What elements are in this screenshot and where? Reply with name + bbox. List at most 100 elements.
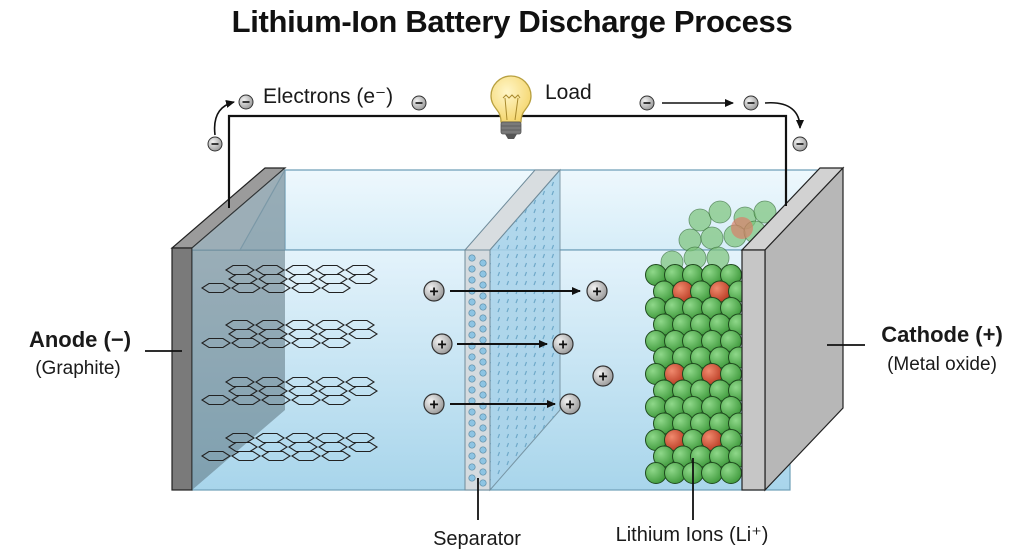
svg-text:+: + [598,369,607,386]
lithium-ions-label: Lithium Ions (Li⁺) [616,524,769,546]
graphite-hexagon [227,273,259,285]
cathode-plate [740,166,845,492]
separator-pore [468,375,476,383]
graphite-hexagon [284,264,316,276]
cathode-label: Cathode (+) [881,322,1003,347]
graphite-hexagon [284,432,316,444]
ion-flow-arrows [450,287,581,408]
separator-pore [479,479,487,487]
graphite-hexagon [317,441,349,453]
electron [792,136,808,152]
electron [639,95,655,111]
graphite-hexagon [257,441,289,453]
anode-material-label: (Graphite) [35,358,121,379]
separator-pore [479,413,487,421]
graphite-hexagon [230,450,262,462]
graphite-hexagon [344,376,376,388]
separator-pore [479,391,487,399]
separator-pore [468,463,476,471]
graphite-hexagon [200,337,232,349]
graphite-hexagon [320,337,352,349]
graphite-hexagon [287,273,319,285]
graphite-hexagon [257,385,289,397]
graphite-hexagon [224,432,256,444]
separator-pore [479,369,487,377]
separator-pore [479,358,487,366]
cathode-particle [701,462,723,484]
separator-pore [479,314,487,322]
separator-pore [468,298,476,306]
anode-label: Anode (−) [29,327,131,352]
graphite-hexagon [344,432,376,444]
cathode-metal-oxide-particles [645,200,777,484]
graphite-layers [200,264,379,462]
electron [411,95,427,111]
electrons-label: Electrons (e⁻) [263,85,393,108]
svg-text:+: + [558,337,567,354]
electron [743,95,759,111]
svg-text:+: + [429,284,438,301]
svg-text:+: + [565,397,574,414]
graphite-hexagon [317,273,349,285]
lithium-ion: + [559,393,581,415]
graphite-hexagon [260,450,292,462]
graphite-hexagon [344,264,376,276]
lithium-ion: + [423,280,445,302]
graphite-hexagon [287,385,319,397]
electron-arrow [764,102,804,129]
cathode-particle [720,462,742,484]
electron [207,136,223,152]
graphite-hexagon [284,376,316,388]
separator-pore [479,270,487,278]
cathode-particle [645,462,667,484]
graphite-hexagon [230,282,262,294]
electron-arrow [213,100,235,136]
graphite-layer [200,376,379,406]
graphite-hexagon [224,319,256,331]
electrons [207,94,808,152]
graphite-hexagon [200,394,232,406]
light-bulb-icon [490,75,532,139]
graphite-hexagon [314,432,346,444]
graphite-hexagon [254,319,286,331]
separator-pore [479,435,487,443]
graphite-hexagon [347,328,379,340]
graphite-hexagon [290,337,322,349]
lithium-ion: + [431,333,453,355]
graphite-hexagon [287,441,319,453]
lithium-ions: +++++++ [423,280,614,415]
load-label: Load [545,81,592,104]
graphite-hexagon [257,273,289,285]
graphite-hexagon [257,328,289,340]
graphite-hexagon [227,441,259,453]
cathode-material-label: (Metal oxide) [887,354,997,375]
graphite-hexagon [290,394,322,406]
diagram-title: Lithium-Ion Battery Discharge Process [231,4,793,39]
graphite-hexagon [224,264,256,276]
cathode-particle [753,200,777,224]
graphite-hexagon [230,394,262,406]
graphite-hexagon [230,337,262,349]
graphite-hexagon [347,273,379,285]
separator-pore [468,474,476,482]
graphite-hexagon [344,319,376,331]
separator-pore [479,292,487,300]
graphite-hexagon [200,282,232,294]
graphite-hexagon [254,432,286,444]
separator-pore [468,386,476,394]
graphite-layer [200,432,379,462]
separator-pore [479,325,487,333]
separator-pore [468,265,476,273]
graphite-hexagon [320,282,352,294]
separator-pore [479,380,487,388]
separator-label: Separator [433,528,521,550]
separator-pore [479,303,487,311]
graphite-hexagon [227,385,259,397]
lithium-ion: + [552,333,574,355]
leader-lines [145,344,865,520]
graphite-hexagon [254,376,286,388]
graphite-hexagon [260,337,292,349]
svg-text:+: + [592,284,601,301]
separator-pore [468,364,476,372]
